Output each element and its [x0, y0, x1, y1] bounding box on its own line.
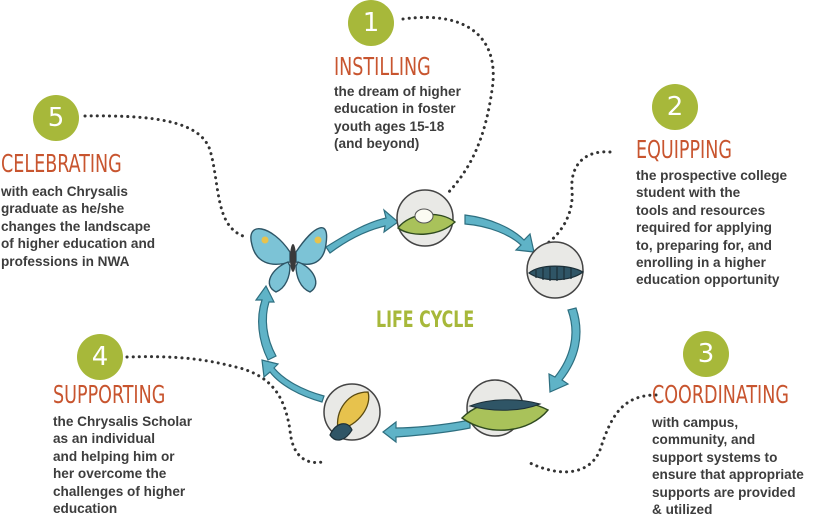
- stage-2-number-badge: 2: [652, 84, 698, 130]
- stage-5-number-badge: 5: [33, 95, 79, 141]
- center-label: LIFE CYCLE: [376, 308, 475, 333]
- arrow-5-to-4: [261, 359, 325, 403]
- arrow-1-to-2: [325, 208, 399, 254]
- stage-4-description: the Chrysalis Scholar as an individual a…: [53, 414, 193, 517]
- chrysalis-icon: [323, 383, 381, 441]
- caterpillar-on-leaf-icon: [460, 379, 550, 437]
- caterpillar-icon: [526, 241, 585, 299]
- stage-2-title: EQUIPPING: [636, 135, 732, 164]
- stage-4-number-badge: 4: [77, 334, 123, 380]
- arrow-3-to-4: [548, 307, 581, 393]
- stage-3-description: with campus, community, and support syst…: [652, 415, 804, 518]
- egg-on-leaf-icon: [396, 189, 457, 247]
- connector-2: [543, 150, 612, 247]
- connector-3: [526, 393, 658, 474]
- stage-5-description: with each Chrysalis graduate as he/she c…: [1, 184, 156, 269]
- stage-4-title: SUPPORTING: [53, 380, 166, 409]
- stage-2-description: the prospective college student with the…: [636, 168, 788, 288]
- stage-5-title: CELEBRATING: [1, 149, 122, 178]
- stage-1-number-badge: 1: [348, 0, 394, 46]
- arrow-4-to-5: [382, 419, 471, 444]
- connector-4: [125, 355, 324, 465]
- stage-1-description: the dream of higher education in foster …: [334, 84, 461, 152]
- stage-3-number-badge: 3: [683, 331, 729, 377]
- arrow-left-up: [254, 284, 277, 361]
- connector-1: [401, 16, 495, 197]
- stage-3-title: COORDINATING: [652, 380, 789, 409]
- arrow-2-to-3: [464, 214, 535, 253]
- stage-1-title: INSTILLING: [334, 52, 431, 81]
- butterfly-icon: [250, 227, 328, 293]
